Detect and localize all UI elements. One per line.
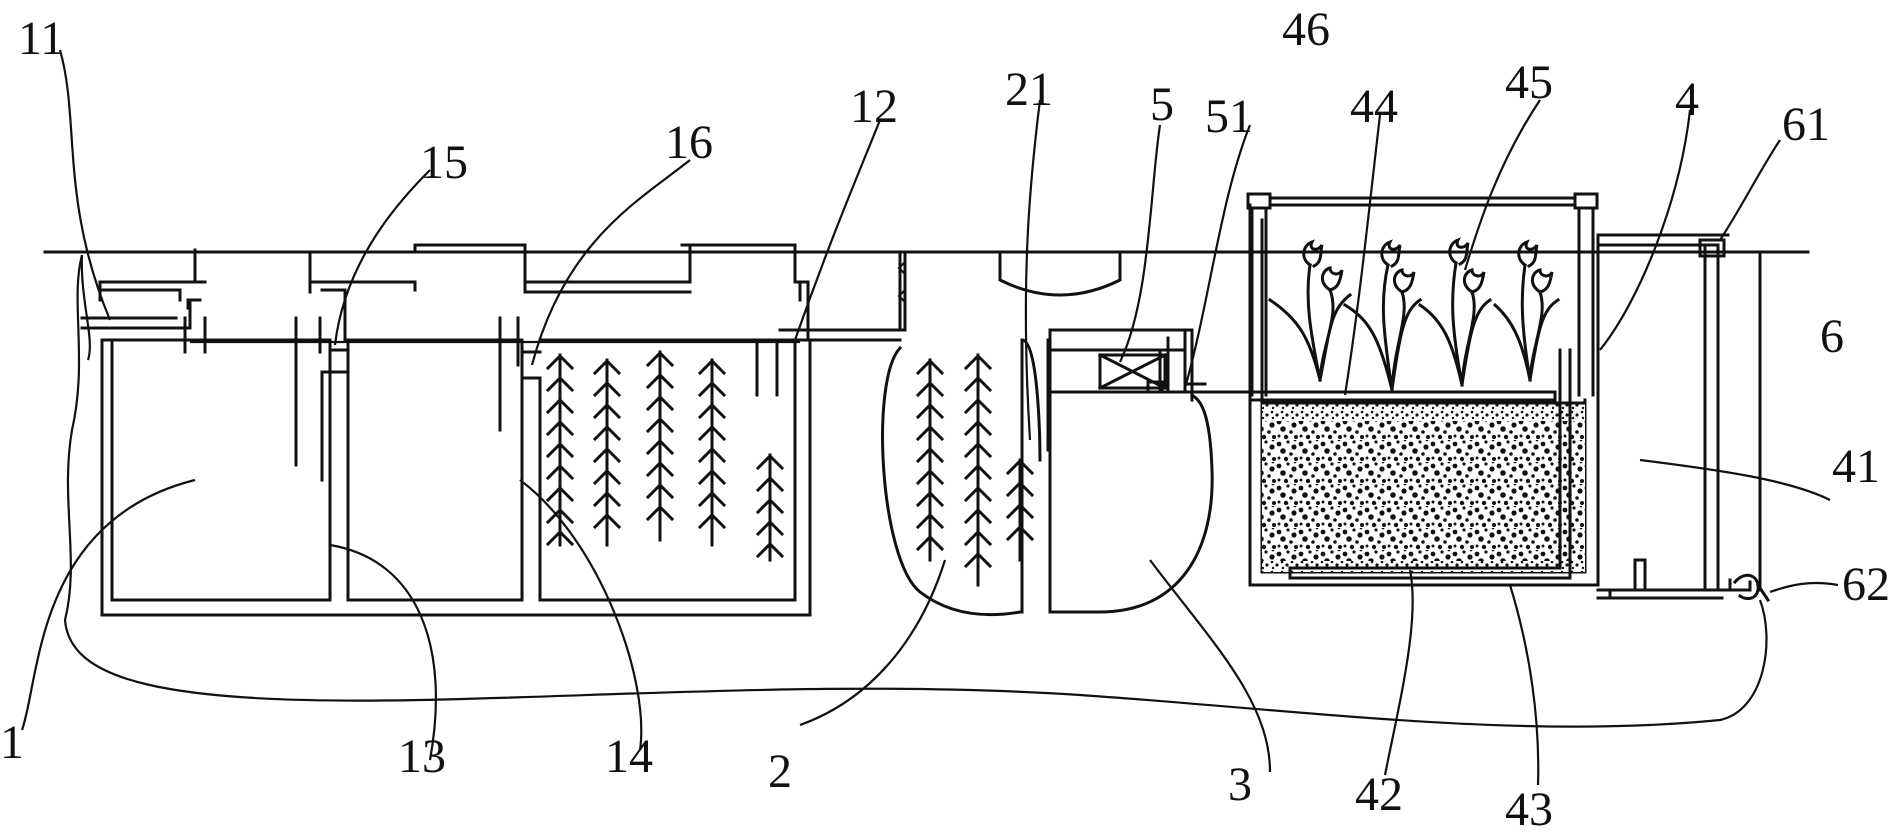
label-16: 16: [665, 116, 713, 169]
baffles: [183, 316, 779, 482]
label-44: 44: [1350, 80, 1398, 133]
label-14: 14: [605, 730, 653, 783]
reed-1: [1267, 239, 1353, 382]
tank-covers: [193, 243, 810, 342]
label-1: 1: [0, 716, 24, 769]
plant-frame: [1246, 192, 1599, 397]
label-43: 43: [1505, 783, 1553, 836]
label-2: 2: [768, 745, 792, 798]
filler-column-1: [545, 353, 575, 547]
label-3: 3: [1228, 758, 1252, 811]
anaerobic-pit: [881, 250, 1122, 617]
label-41: 41: [1832, 440, 1880, 493]
feed-pipe: [1160, 390, 1557, 402]
label-45: 45: [1505, 56, 1553, 109]
filler-column-8: [1005, 458, 1035, 562]
label-42: 42: [1355, 768, 1403, 821]
label-21: 21: [1005, 63, 1053, 116]
reference-labels: 11 15 16 12 21 5 51 46 44 45 4 61 6 41 6…: [0, 3, 1890, 836]
wetland-plants: [1267, 237, 1561, 392]
filler-column-4: [697, 358, 727, 547]
reed-4: [1492, 239, 1561, 382]
label-46: 46: [1282, 3, 1330, 56]
wetland-tank: [1248, 203, 1730, 587]
inlet-pipe: [80, 248, 202, 330]
transfer-pipe: [778, 250, 907, 342]
label-62: 62: [1842, 558, 1890, 611]
filler-column-6: [915, 358, 945, 562]
label-11: 11: [18, 12, 64, 65]
label-4: 4: [1675, 73, 1699, 126]
filler-column-5: [755, 453, 785, 562]
label-51: 51: [1205, 90, 1253, 143]
biofilm-fillers: [545, 350, 1035, 587]
label-12: 12: [850, 80, 898, 133]
filler-column-2: [592, 358, 622, 547]
leader-lines: [20, 49, 1839, 786]
reed-2: [1342, 239, 1423, 392]
outlet-pipes: [1596, 238, 1771, 603]
label-5: 5: [1150, 78, 1174, 131]
reed-3: [1417, 237, 1493, 387]
label-61: 61: [1782, 98, 1830, 151]
collecting-pipe: [1288, 348, 1572, 580]
label-15: 15: [420, 136, 468, 189]
label-6: 6: [1820, 310, 1844, 363]
filler-column-7: [963, 353, 993, 587]
label-13: 13: [398, 730, 446, 783]
septic-tank-body: [100, 338, 812, 617]
pump-box: [1048, 328, 1247, 394]
filler-column-3: [645, 350, 675, 542]
